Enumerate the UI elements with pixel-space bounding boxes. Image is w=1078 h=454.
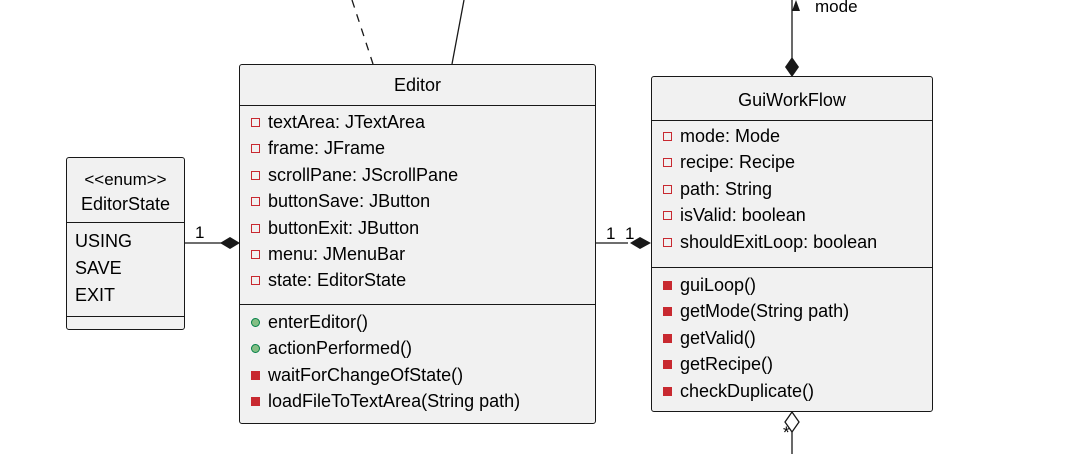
field-text: frame: JFrame: [268, 138, 386, 159]
enum-value: USING: [75, 231, 133, 251]
method-text: loadFileToTextArea(String path): [268, 391, 521, 412]
method-text: getValid(): [680, 327, 756, 348]
class-editor[interactable]: Editor textArea: JTextArea frame: JFrame s…: [239, 64, 596, 424]
method-text: checkDuplicate(): [680, 380, 815, 401]
private-visibility-icon: [663, 184, 672, 194]
enum-value: EXIT: [75, 285, 116, 305]
class-method: getValid(): [652, 325, 932, 351]
enum-separator: [67, 222, 184, 223]
private-visibility-icon: [251, 118, 260, 127]
association-line-top: [451, 0, 465, 65]
class-method: loadFileToTextArea(String path): [240, 388, 595, 414]
method-text: getMode(String path): [680, 301, 850, 322]
class-field: mode: Mode: [652, 123, 932, 149]
class-editor-methods: enterEditor() actionPerformed() waitForCha…: [240, 305, 595, 415]
public-visibility-icon: [251, 344, 260, 354]
method-text: actionPerformed(): [268, 338, 413, 359]
class-method: getMode(String path): [652, 298, 932, 324]
composition-diamond-gui: [630, 237, 651, 249]
private-visibility-icon: [663, 307, 672, 317]
enum-separator-bottom: [67, 316, 184, 317]
class-guiworkflow[interactable]: GuiWorkFlow mode: Mode recipe: Recipe path…: [651, 76, 933, 412]
private-visibility-icon: [663, 158, 672, 168]
class-method: waitForChangeOfState(): [240, 362, 595, 388]
private-visibility-icon: [663, 211, 672, 221]
enum-editorstate[interactable]: <<enum>> EditorState USING SAVE EXIT: [66, 157, 185, 330]
field-text: menu: JMenuBar: [268, 243, 406, 264]
private-visibility-icon: [251, 397, 260, 407]
field-text: recipe: Recipe: [680, 152, 796, 173]
class-field: buttonExit: JButton: [240, 215, 595, 241]
composition-diamond-mode: [785, 57, 799, 77]
class-editor-name: Editor: [393, 75, 442, 95]
private-visibility-icon: [251, 197, 260, 207]
field-text: textArea: JTextArea: [268, 112, 426, 132]
class-field: path: String: [652, 176, 932, 202]
class-field: textArea: JTextArea: [240, 109, 595, 135]
class-field: frame: JFrame: [240, 135, 595, 161]
class-field: isValid: boolean: [652, 202, 932, 228]
private-visibility-icon: [251, 370, 260, 380]
method-text: enterEditor(): [268, 312, 369, 332]
enum-name: EditorState: [80, 194, 171, 214]
class-method: guiLoop(): [652, 272, 932, 298]
field-text: path: String: [680, 178, 773, 199]
role-label-mode: mode: [815, 0, 858, 16]
field-text: shouldExitLoop: boolean: [680, 231, 878, 252]
private-visibility-icon: [251, 276, 260, 286]
class-editor-separator-fields: [240, 105, 595, 106]
class-editor-fields: textArea: JTextArea frame: JFrame scrollPa…: [240, 106, 595, 304]
multiplicity-editor-gui-left: 1: [606, 224, 616, 243]
class-field: scrollPane: JScrollPane: [240, 162, 595, 188]
class-guiworkflow-fields: mode: Mode recipe: Recipe path: String isVa…: [652, 121, 932, 267]
class-field: shouldExitLoop: boolean: [652, 229, 932, 255]
field-text: state: EditorState: [268, 270, 407, 291]
enum-values-list: USING SAVE EXIT: [67, 223, 184, 309]
multiplicity-editor-gui-right: 1: [625, 224, 635, 243]
method-text: guiLoop(): [680, 275, 757, 295]
method-text: waitForChangeOfState(): [268, 364, 464, 385]
field-text: buttonSave: JButton: [268, 191, 431, 212]
private-visibility-icon: [663, 132, 672, 141]
private-visibility-icon: [663, 333, 672, 343]
private-visibility-icon: [663, 237, 672, 247]
class-editor-separator-methods: [240, 304, 595, 305]
private-visibility-icon: [251, 249, 260, 259]
class-field: menu: JMenuBar: [240, 241, 595, 267]
field-text: buttonExit: JButton: [268, 217, 420, 238]
private-visibility-icon: [251, 223, 260, 233]
class-guiworkflow-methods: guiLoop() getMode(String path) getValid() g…: [652, 268, 932, 404]
class-field: recipe: Recipe: [652, 149, 932, 175]
class-method: enterEditor(): [240, 309, 595, 335]
private-visibility-icon: [663, 360, 672, 370]
private-visibility-icon: [663, 386, 672, 396]
class-guiworkflow-name: GuiWorkFlow: [738, 90, 846, 110]
composition-diamond-editor: [220, 237, 240, 249]
field-text: isValid: boolean: [680, 205, 806, 226]
enum-stereotype: <<enum>>: [84, 170, 167, 189]
class-guiworkflow-separator-methods: [652, 267, 932, 268]
class-method: actionPerformed(): [240, 335, 595, 361]
multiplicity-enum-editor: 1: [195, 223, 205, 242]
multiplicity-bottom: *: [783, 423, 790, 442]
private-visibility-icon: [251, 170, 260, 180]
enum-value: SAVE: [75, 258, 122, 278]
class-method: getRecipe(): [652, 351, 932, 377]
private-visibility-icon: [663, 281, 672, 290]
class-method: checkDuplicate(): [652, 378, 932, 404]
field-text: mode: Mode: [680, 126, 781, 146]
field-text: scrollPane: JScrollPane: [268, 164, 459, 185]
mode-arrow-head: [792, 0, 800, 11]
class-field: state: EditorState: [240, 267, 595, 293]
method-text: getRecipe(): [680, 354, 774, 375]
class-field: buttonSave: JButton: [240, 188, 595, 214]
public-visibility-icon: [251, 318, 260, 327]
class-guiworkflow-separator-fields: [652, 120, 932, 121]
dependency-dashed-line: [351, 0, 374, 65]
private-visibility-icon: [251, 144, 260, 154]
